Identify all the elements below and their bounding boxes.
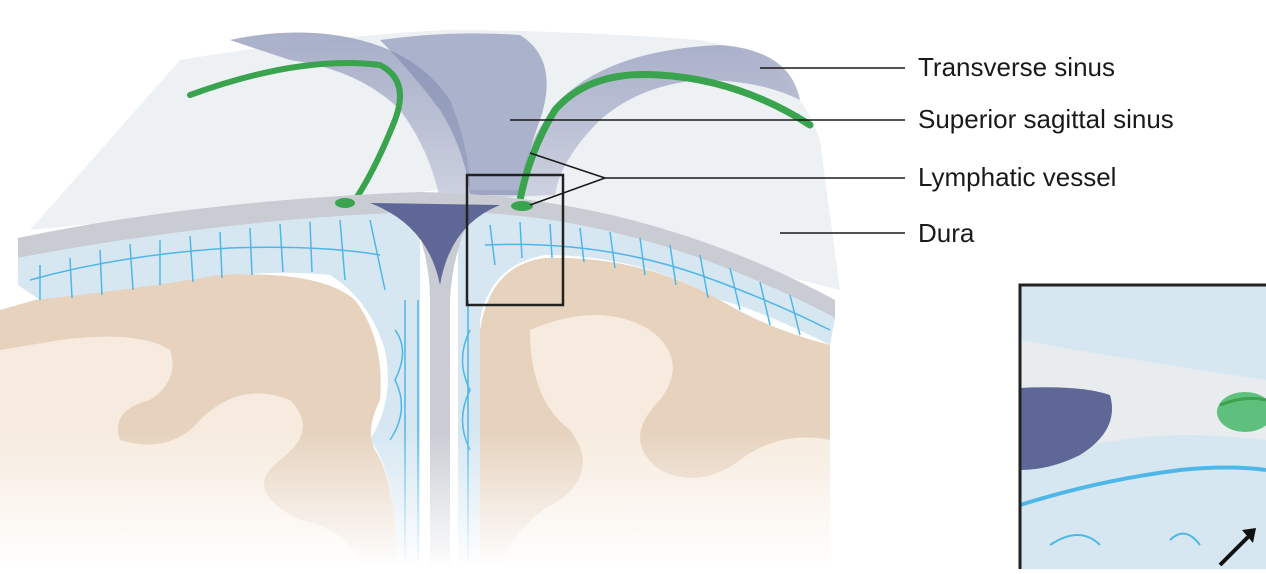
zoomed-inset (1020, 285, 1266, 569)
lymphatic-dot-left (335, 198, 355, 208)
bottom-fade (0, 430, 850, 569)
label-lymphatic-vessel: Lymphatic vessel (918, 162, 1116, 192)
label-transverse-sinus: Transverse sinus (918, 52, 1115, 82)
lymphatic-dot-right (511, 201, 533, 211)
label-superior-sagittal-sinus: Superior sagittal sinus (918, 104, 1174, 134)
label-dura: Dura (918, 218, 974, 248)
